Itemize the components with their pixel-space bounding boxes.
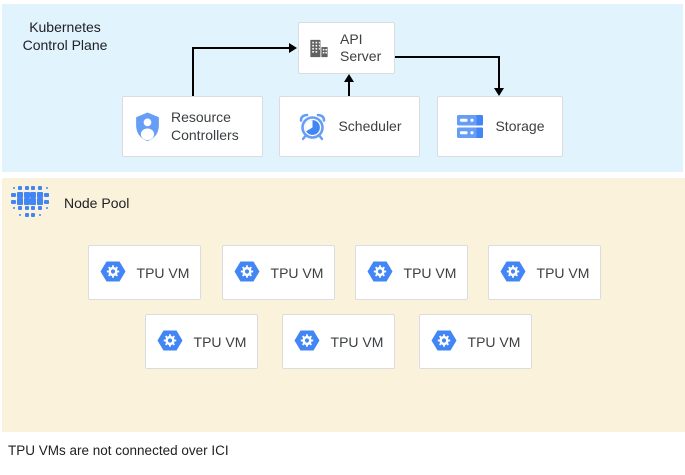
storage-node: Storage xyxy=(437,96,563,157)
arrowhead-down-icon xyxy=(494,88,504,96)
storage-label: Storage xyxy=(495,117,545,134)
tpu-vm-box: TPU VM xyxy=(88,245,201,300)
tpu-hexagon-gear-icon xyxy=(294,329,320,355)
node-pool-label: Node Pool xyxy=(64,195,130,211)
tpu-vm-box: TPU VM xyxy=(419,314,532,369)
alarm-clock-icon xyxy=(297,111,328,142)
tpu-hexagon-gear-icon xyxy=(431,329,457,355)
tpu-vm-box: TPU VM xyxy=(488,245,601,300)
arrowhead-up-icon xyxy=(344,74,354,82)
tpu-hexagon-gear-icon xyxy=(367,260,393,286)
diagram-caption: TPU VMs are not connected over ICI xyxy=(8,443,229,458)
control-plane-label: Kubernetes Control Plane xyxy=(22,19,108,54)
api-server-label: API Server xyxy=(340,30,382,65)
tpu-hexagon-gear-icon xyxy=(100,260,126,286)
tpu-hexagon-gear-icon xyxy=(234,260,260,286)
tpu-vm-box: TPU VM xyxy=(222,245,335,300)
node-pool-header: Node Pool xyxy=(10,184,129,222)
disks-icon xyxy=(455,113,485,140)
resource-controllers-label: Resource Controllers xyxy=(171,109,239,143)
tpu-vm-box: TPU VM xyxy=(355,245,468,300)
resource-controllers-node: Resource Controllers xyxy=(122,96,263,157)
dot-matrix-icon xyxy=(10,184,50,222)
building-icon xyxy=(307,37,330,60)
scheduler-node: Scheduler xyxy=(279,96,420,157)
api-server-node: API Server xyxy=(298,22,395,74)
tpu-hexagon-gear-icon xyxy=(157,329,183,355)
shield-person-icon xyxy=(134,111,161,142)
tpu-vm-box: TPU VM xyxy=(282,314,395,369)
tpu-vm-box: TPU VM xyxy=(145,314,258,369)
scheduler-label: Scheduler xyxy=(338,117,402,134)
tpu-hexagon-gear-icon xyxy=(500,260,526,286)
node-pool-section xyxy=(2,178,685,432)
arrowhead-right-icon xyxy=(289,43,297,53)
